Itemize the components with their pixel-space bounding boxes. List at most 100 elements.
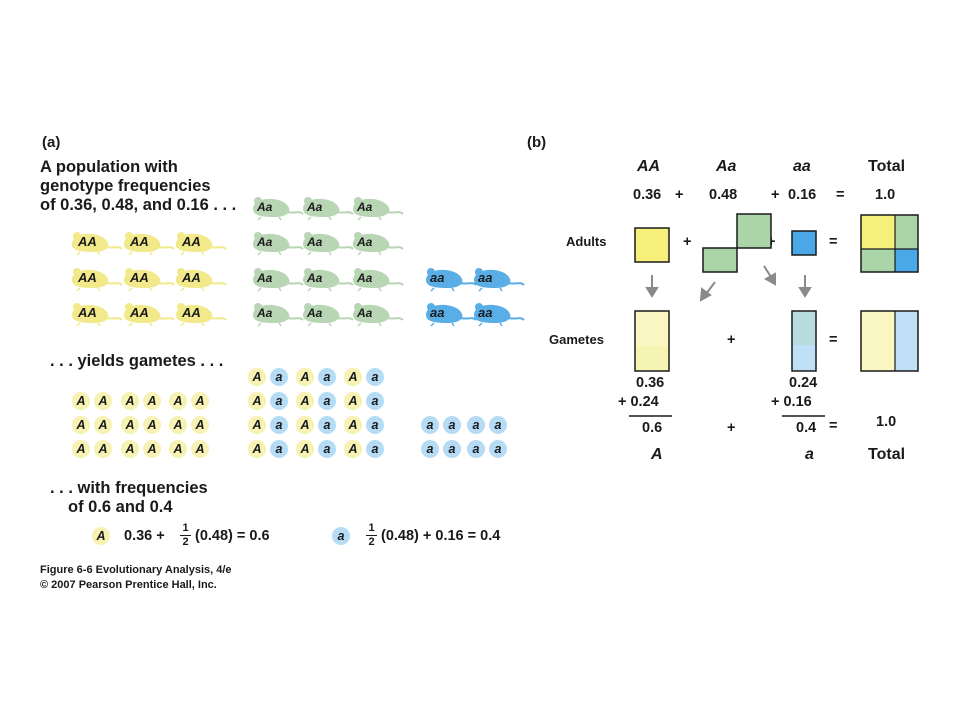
gamete-A: A — [248, 440, 266, 458]
plus-adults-1: + — [683, 234, 692, 250]
panel-a-label: (a) — [42, 134, 61, 151]
genotype-label: AA — [182, 305, 201, 320]
fraction-numerator: 1 — [182, 522, 189, 534]
fraction-denominator: 2 — [180, 535, 191, 548]
plus-1: + — [675, 187, 684, 203]
genotype-label: AA — [182, 234, 201, 249]
mouse-AA: AA — [120, 230, 178, 256]
mouse-AA: AA — [172, 266, 230, 292]
frequencies-line-2: of 0.6 and 0.4 — [68, 498, 173, 516]
genotype-label: Aa — [357, 235, 373, 249]
genotype-label: AA — [182, 270, 201, 285]
frequencies-line-1: . . . with frequencies — [50, 479, 208, 497]
mouse-AA: AA — [68, 266, 126, 292]
formula-A-suffix: (0.48) = 0.6 — [195, 528, 270, 544]
arrows — [645, 265, 812, 302]
gamete-a: a — [270, 392, 288, 410]
heading-line-2: genotype frequencies — [40, 177, 211, 195]
figure-caption: Figure 6-6 Evolutionary Analysis, 4/e © … — [40, 563, 232, 593]
gamete-A: A — [296, 392, 314, 410]
total-Aa-cell-2 — [861, 249, 895, 272]
population-heading: A population with genotype frequencies o… — [40, 158, 236, 215]
header-Aa: Aa — [716, 158, 737, 175]
genotype-label: AA — [130, 234, 149, 249]
gamete-A: A — [72, 440, 90, 458]
gamete-a: a — [318, 416, 336, 434]
formula-A-prefix: 0.36 + — [124, 528, 165, 544]
total-aa-cell — [895, 249, 918, 272]
formula-a-fraction: 1 2 — [366, 522, 377, 548]
gamete-A: A — [248, 416, 266, 434]
gamete-a: a — [366, 440, 384, 458]
allele-a-gamete-icon: a — [332, 527, 350, 545]
gamete-A: A — [94, 440, 112, 458]
genotype-label: AA — [78, 234, 97, 249]
gamete-A: A — [169, 392, 187, 410]
gamete-a: a — [318, 440, 336, 458]
genotype-label: Aa — [257, 200, 273, 214]
gamete-A: A — [344, 368, 362, 386]
gamete-a: a — [318, 368, 336, 386]
adult-Aa-block-bottom — [702, 247, 738, 273]
gamete-A: A — [191, 416, 209, 434]
gamete-total-A — [861, 311, 895, 371]
mouse-aa: aa — [422, 301, 480, 327]
genotype-label: aa — [430, 305, 445, 320]
gamete-a: a — [443, 416, 461, 434]
fraction-denominator: 2 — [366, 535, 377, 548]
mouse-Aa: Aa — [299, 230, 357, 256]
freq-total: 1.0 — [875, 187, 896, 203]
genotype-label: aa — [430, 270, 445, 285]
mouse-Aa: Aa — [249, 266, 307, 292]
row-label-gametes: Gametes — [549, 332, 604, 347]
genotype-label: Aa — [357, 200, 373, 214]
sum-a-result: 0.4 — [796, 420, 817, 436]
total-label: Total — [868, 446, 906, 463]
genotype-label: Aa — [307, 200, 323, 214]
formula-A-fraction: 1 2 — [180, 522, 191, 548]
gamete-A: A — [143, 416, 161, 434]
gamete-a: a — [489, 440, 507, 458]
sum-A-result: 0.6 — [642, 420, 663, 436]
total-grid-border — [860, 214, 919, 273]
sum-A-term1: 0.36 — [636, 375, 665, 391]
gamete-A: A — [121, 440, 139, 458]
genotype-label: aa — [478, 305, 493, 320]
gamete-A: A — [94, 416, 112, 434]
adult-aa-square — [791, 230, 817, 256]
gamete-A: A — [169, 416, 187, 434]
sum-a-term1: 0.24 — [789, 375, 818, 391]
gamete-a: a — [366, 392, 384, 410]
genotype-label: Aa — [257, 306, 273, 320]
mouse-Aa: Aa — [249, 230, 307, 256]
gamete-A: A — [344, 440, 362, 458]
mouse-AA: AA — [120, 266, 178, 292]
sum-a-term2: + 0.16 — [771, 394, 812, 410]
gamete-a: a — [443, 440, 461, 458]
caption-line-2: © 2007 Pearson Prentice Hall, Inc. — [40, 579, 217, 591]
plus-sums: + — [727, 420, 736, 436]
plus-2: + — [771, 187, 780, 203]
sum-a: 0.24 + 0.16 — [771, 374, 818, 412]
adult-AA-square — [634, 227, 670, 263]
freq-aa: 0.16 — [788, 187, 817, 203]
header-AA: AA — [637, 158, 661, 175]
freq-AA: 0.36 — [633, 187, 662, 203]
gamete-A: A — [169, 440, 187, 458]
equals-adults: = — [829, 234, 838, 250]
gamete-A: A — [94, 392, 112, 410]
gamete-A: A — [296, 416, 314, 434]
mouse-Aa: Aa — [299, 266, 357, 292]
gamete-A: A — [248, 392, 266, 410]
mouse-AA: AA — [172, 301, 230, 327]
gamete-A: A — [296, 440, 314, 458]
plus-gametes: + — [727, 332, 736, 348]
gamete-a: a — [467, 416, 485, 434]
mouse-Aa: Aa — [249, 195, 307, 221]
gamete-a: a — [467, 440, 485, 458]
mouse-Aa: Aa — [349, 301, 407, 327]
gamete-A: A — [191, 392, 209, 410]
gamete-A: A — [143, 392, 161, 410]
yields-gametes-label: . . . yields gametes . . . — [50, 352, 224, 370]
